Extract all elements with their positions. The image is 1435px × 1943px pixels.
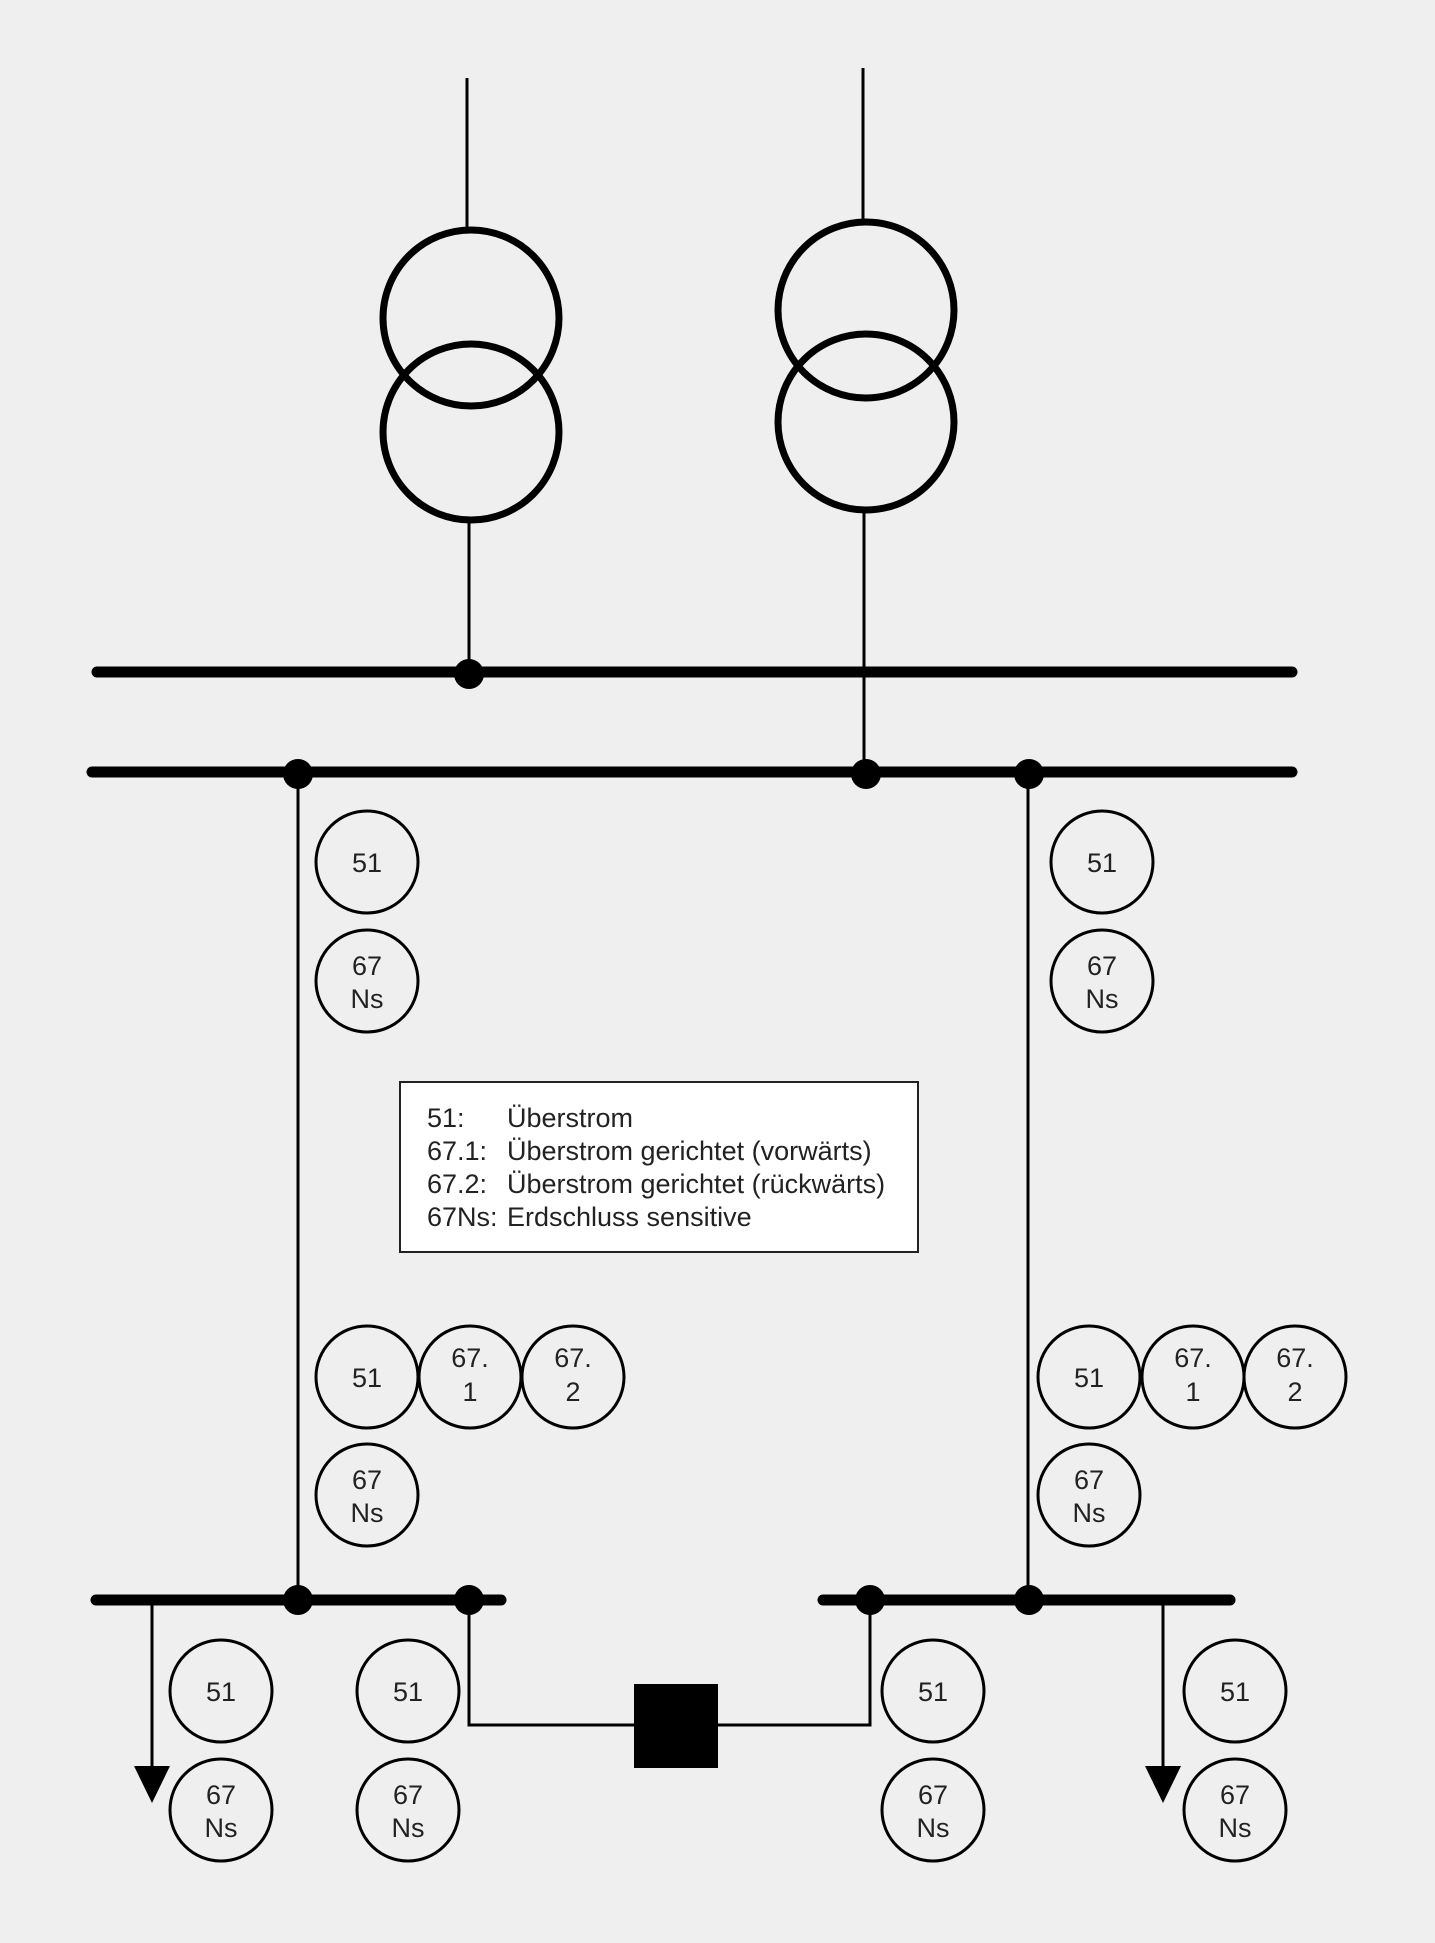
svg-text:67: 67 <box>352 1465 382 1495</box>
svg-text:67.: 67. <box>451 1343 489 1373</box>
relay-67ns: 67 Ns <box>314 928 420 1034</box>
relay-51: 51 <box>1049 809 1155 915</box>
junction-dot <box>283 759 313 789</box>
legend-description: Erdschluss sensitive <box>507 1202 752 1232</box>
svg-text:51: 51 <box>1074 1363 1104 1393</box>
relay-67-1: 67. 1 <box>1140 1324 1246 1430</box>
arrow-down-icon <box>134 1766 170 1803</box>
legend-code: 67.1: <box>427 1136 488 1166</box>
legend-description: Überstrom gerichtet (rückwärts) <box>507 1169 886 1199</box>
svg-text:67: 67 <box>393 1780 423 1810</box>
transformer-right <box>774 68 958 772</box>
relay-51: 51 <box>880 1638 986 1744</box>
relay-51: 51 <box>1182 1638 1288 1744</box>
relay-67ns: 67 Ns <box>1049 928 1155 1034</box>
svg-text:Ns: Ns <box>1073 1498 1106 1528</box>
svg-text:Ns: Ns <box>392 1813 425 1843</box>
legend-code: 67.2: <box>427 1169 488 1199</box>
junction-dot <box>454 1585 484 1615</box>
transformer-left <box>379 78 563 674</box>
svg-text:51: 51 <box>918 1677 948 1707</box>
junction-dot <box>283 1585 313 1615</box>
svg-text:51: 51 <box>1220 1677 1250 1707</box>
relay-67-1: 67. 1 <box>417 1324 523 1430</box>
relay-67ns: 67 Ns <box>1036 1442 1142 1548</box>
relay-67ns: 67 Ns <box>355 1757 461 1863</box>
svg-text:51: 51 <box>1087 848 1117 878</box>
legend-description: Überstrom <box>507 1103 634 1133</box>
svg-text:67: 67 <box>1074 1465 1104 1495</box>
bus-coupling-line <box>467 1600 636 1727</box>
svg-text:Ns: Ns <box>205 1813 238 1843</box>
junction-dot <box>851 759 881 789</box>
relay-67ns: 67 Ns <box>168 1757 274 1863</box>
svg-text:67.: 67. <box>1276 1343 1314 1373</box>
relay-67-2: 67. 2 <box>520 1324 626 1430</box>
relay-51: 51 <box>1036 1324 1142 1430</box>
junction-dot <box>1014 1585 1044 1615</box>
relay-51: 51 <box>314 1324 420 1430</box>
svg-text:67: 67 <box>1220 1780 1250 1810</box>
svg-text:2: 2 <box>565 1377 580 1407</box>
relay-67ns: 67 Ns <box>314 1442 420 1548</box>
relay-51: 51 <box>314 809 420 915</box>
junction-dot <box>855 1585 885 1615</box>
svg-text:51: 51 <box>352 1363 382 1393</box>
junction-dot <box>454 659 484 689</box>
svg-text:67.: 67. <box>1174 1343 1212 1373</box>
arrow-down-icon <box>1145 1766 1181 1803</box>
svg-text:67: 67 <box>352 951 382 981</box>
legend-code: 51: <box>427 1103 465 1133</box>
svg-text:67: 67 <box>206 1780 236 1810</box>
svg-text:Ns: Ns <box>917 1813 950 1843</box>
svg-text:Ns: Ns <box>351 1498 384 1528</box>
svg-text:1: 1 <box>462 1377 477 1407</box>
legend-code: 67Ns: <box>427 1202 498 1232</box>
svg-text:Ns: Ns <box>1219 1813 1252 1843</box>
circuit-breaker <box>634 1684 718 1768</box>
relay-67ns: 67 Ns <box>880 1757 986 1863</box>
svg-text:51: 51 <box>393 1677 423 1707</box>
junction-dot <box>1014 759 1044 789</box>
svg-text:Ns: Ns <box>1086 984 1119 1014</box>
relay-67-2: 67. 2 <box>1242 1324 1348 1430</box>
svg-text:51: 51 <box>206 1677 236 1707</box>
svg-text:67: 67 <box>1087 951 1117 981</box>
svg-text:Ns: Ns <box>351 984 384 1014</box>
relay-51: 51 <box>355 1638 461 1744</box>
relay-67ns: 67 Ns <box>1182 1757 1288 1863</box>
svg-text:67: 67 <box>918 1780 948 1810</box>
legend-box: 51: Überstrom 67.1: Überstrom gerichtet … <box>399 1081 919 1253</box>
svg-text:2: 2 <box>1287 1377 1302 1407</box>
svg-text:1: 1 <box>1185 1377 1200 1407</box>
relay-51: 51 <box>168 1638 274 1744</box>
legend-description: Überstrom gerichtet (vorwärts) <box>507 1136 872 1166</box>
svg-text:67.: 67. <box>554 1343 592 1373</box>
svg-text:51: 51 <box>352 848 382 878</box>
